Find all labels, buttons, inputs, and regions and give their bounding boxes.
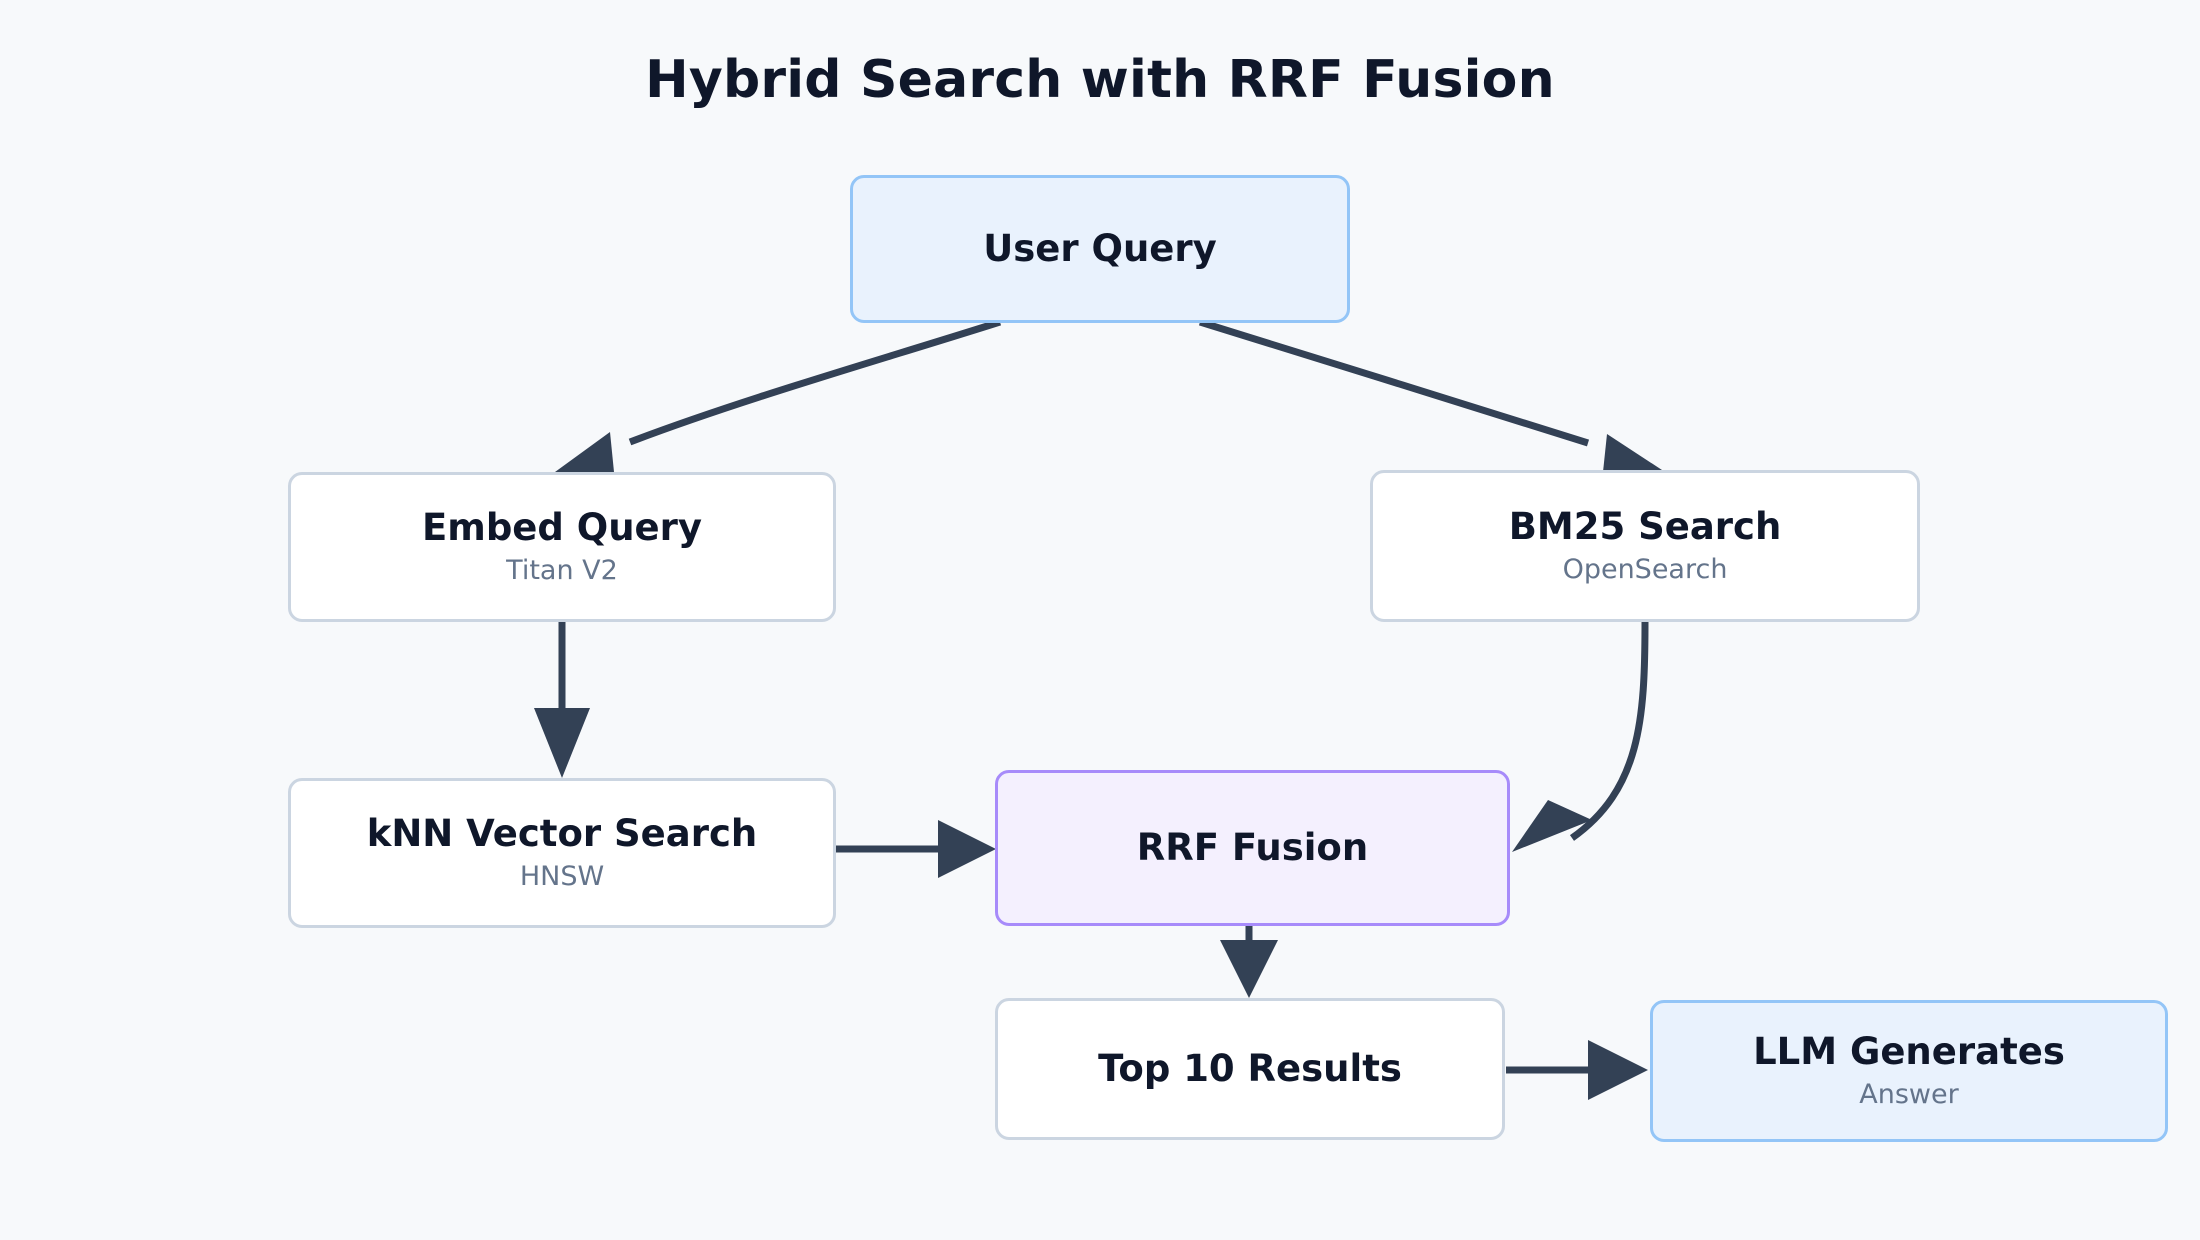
node-llm-generates-title: LLM Generates (1753, 1030, 2065, 1074)
node-llm-generates-subtitle: Answer (1859, 1078, 1959, 1110)
edge-user-query-to-bm25-search (1198, 318, 1590, 447)
node-knn-vector-search-title: kNN Vector Search (366, 812, 758, 856)
node-embed-query[interactable]: Embed Query Titan V2 (288, 472, 836, 622)
node-embed-query-title: Embed Query (421, 506, 703, 550)
node-knn-vector-search[interactable]: kNN Vector Search HNSW (288, 778, 836, 928)
arrowhead-bm25-search (1603, 434, 1662, 472)
edge-bm25-search-to-rrf-fusion (1569, 621, 1649, 841)
node-bm25-search[interactable]: BM25 Search OpenSearch (1370, 470, 1920, 622)
arrowhead-embed-query (555, 432, 614, 472)
node-bm25-search-title: BM25 Search (1508, 505, 1782, 549)
node-user-query[interactable]: User Query (850, 175, 1350, 323)
arrowhead-rrf-left (938, 820, 996, 878)
node-top-10-results[interactable]: Top 10 Results (995, 998, 1505, 1140)
arrowhead-llm-generates (1588, 1040, 1648, 1100)
node-top-10-results-title: Top 10 Results (1098, 1047, 1402, 1091)
node-embed-query-subtitle: Titan V2 (506, 554, 618, 586)
arrowhead-rrf-right (1512, 800, 1592, 852)
diagram-title: Hybrid Search with RRF Fusion (645, 50, 1555, 110)
node-rrf-fusion[interactable]: RRF Fusion (995, 770, 1510, 926)
arrowhead-top-results (1220, 940, 1278, 998)
node-rrf-fusion-title: RRF Fusion (1136, 826, 1369, 870)
arrowhead-knn-search (534, 708, 590, 778)
node-llm-generates[interactable]: LLM Generates Answer (1650, 1000, 2168, 1142)
node-bm25-search-subtitle: OpenSearch (1562, 553, 1728, 585)
node-user-query-title: User Query (983, 227, 1217, 271)
edge-user-query-to-embed-query (628, 318, 1002, 446)
node-knn-vector-search-subtitle: HNSW (519, 860, 605, 892)
